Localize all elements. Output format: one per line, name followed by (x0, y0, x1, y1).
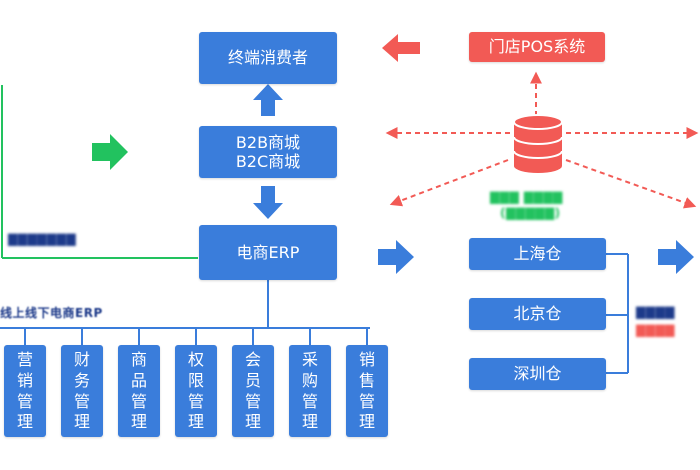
module-box[interactable]: 销售管理 (346, 345, 388, 437)
module-char: 销 (16, 371, 33, 391)
module-box[interactable]: 营销管理 (4, 345, 46, 437)
db-caption-blurred: ▇▇▇ ▇▇▇▇ (490, 190, 563, 204)
module-char: 管 (73, 391, 90, 411)
module-char: 理 (130, 412, 147, 432)
module-char: 务 (73, 371, 90, 391)
b2c-label: B2C商城 (235, 152, 301, 171)
module-char: 财 (73, 350, 90, 370)
module-char: 商 (130, 350, 147, 370)
module-char: 理 (187, 412, 204, 432)
erp-caption: 线上线下电商ERP (0, 306, 103, 320)
database-icon (513, 114, 563, 173)
module-char: 会 (244, 350, 261, 370)
module-box[interactable]: 采购管理 (289, 345, 331, 437)
module-box[interactable]: 会员管理 (232, 345, 274, 437)
node-erp[interactable]: 电商ERP (199, 225, 337, 280)
module-box[interactable]: 财务管理 (61, 345, 103, 437)
erp-to-wh-arrow (378, 240, 414, 274)
module-char: 理 (358, 412, 375, 432)
module-char: 理 (16, 412, 33, 432)
module-char: 管 (301, 391, 318, 411)
module-char: 理 (244, 412, 261, 432)
node-wh-shenzhen[interactable]: 深圳仓 (469, 358, 606, 390)
down-arrow (253, 186, 283, 219)
wh-label-blurred: ▇▇▇▇ (636, 305, 675, 319)
module-char: 销 (358, 350, 375, 370)
module-char: 理 (73, 412, 90, 432)
module-char: 权 (187, 350, 204, 370)
right-edge-arrow (658, 240, 694, 274)
node-pos[interactable]: 门店POS系统 (469, 32, 605, 62)
node-b2b-b2c[interactable]: B2B商城 B2C商城 (199, 126, 337, 178)
node-wh-shanghai[interactable]: 上海仓 (469, 238, 606, 270)
module-char: 品 (130, 371, 147, 391)
db-caption-blurred-2: (▇▇▇▇▇) (500, 206, 561, 220)
module-char: 管 (187, 391, 204, 411)
module-char: 员 (244, 371, 261, 391)
up-arrow (253, 84, 283, 116)
db-lower-right-arrow (565, 159, 697, 209)
red-left-arrow (382, 34, 420, 62)
module-char: 管 (358, 391, 375, 411)
module-char: 购 (301, 371, 318, 391)
module-char: 管 (130, 391, 147, 411)
green-line-label-blurred: ▇▇▇▇▇▇▇ (8, 232, 77, 246)
module-char: 管 (16, 391, 33, 411)
node-wh-beijing[interactable]: 北京仓 (469, 298, 606, 330)
green-right-arrow (92, 134, 128, 170)
module-char: 理 (301, 412, 318, 432)
module-box[interactable]: 商品管理 (118, 345, 160, 437)
module-char: 营 (16, 350, 33, 370)
b2b-label: B2B商城 (235, 132, 301, 152)
module-char: 限 (187, 371, 204, 391)
db-lower-left-arrow (389, 159, 509, 207)
node-consumer[interactable]: 终端消费者 (199, 32, 337, 84)
wh-label-blurred-2: ▇▇▇▇ (636, 323, 675, 337)
module-box[interactable]: 权限管理 (175, 345, 217, 437)
module-char: 采 (301, 350, 318, 370)
module-char: 售 (358, 371, 375, 391)
module-char: 管 (244, 391, 261, 411)
